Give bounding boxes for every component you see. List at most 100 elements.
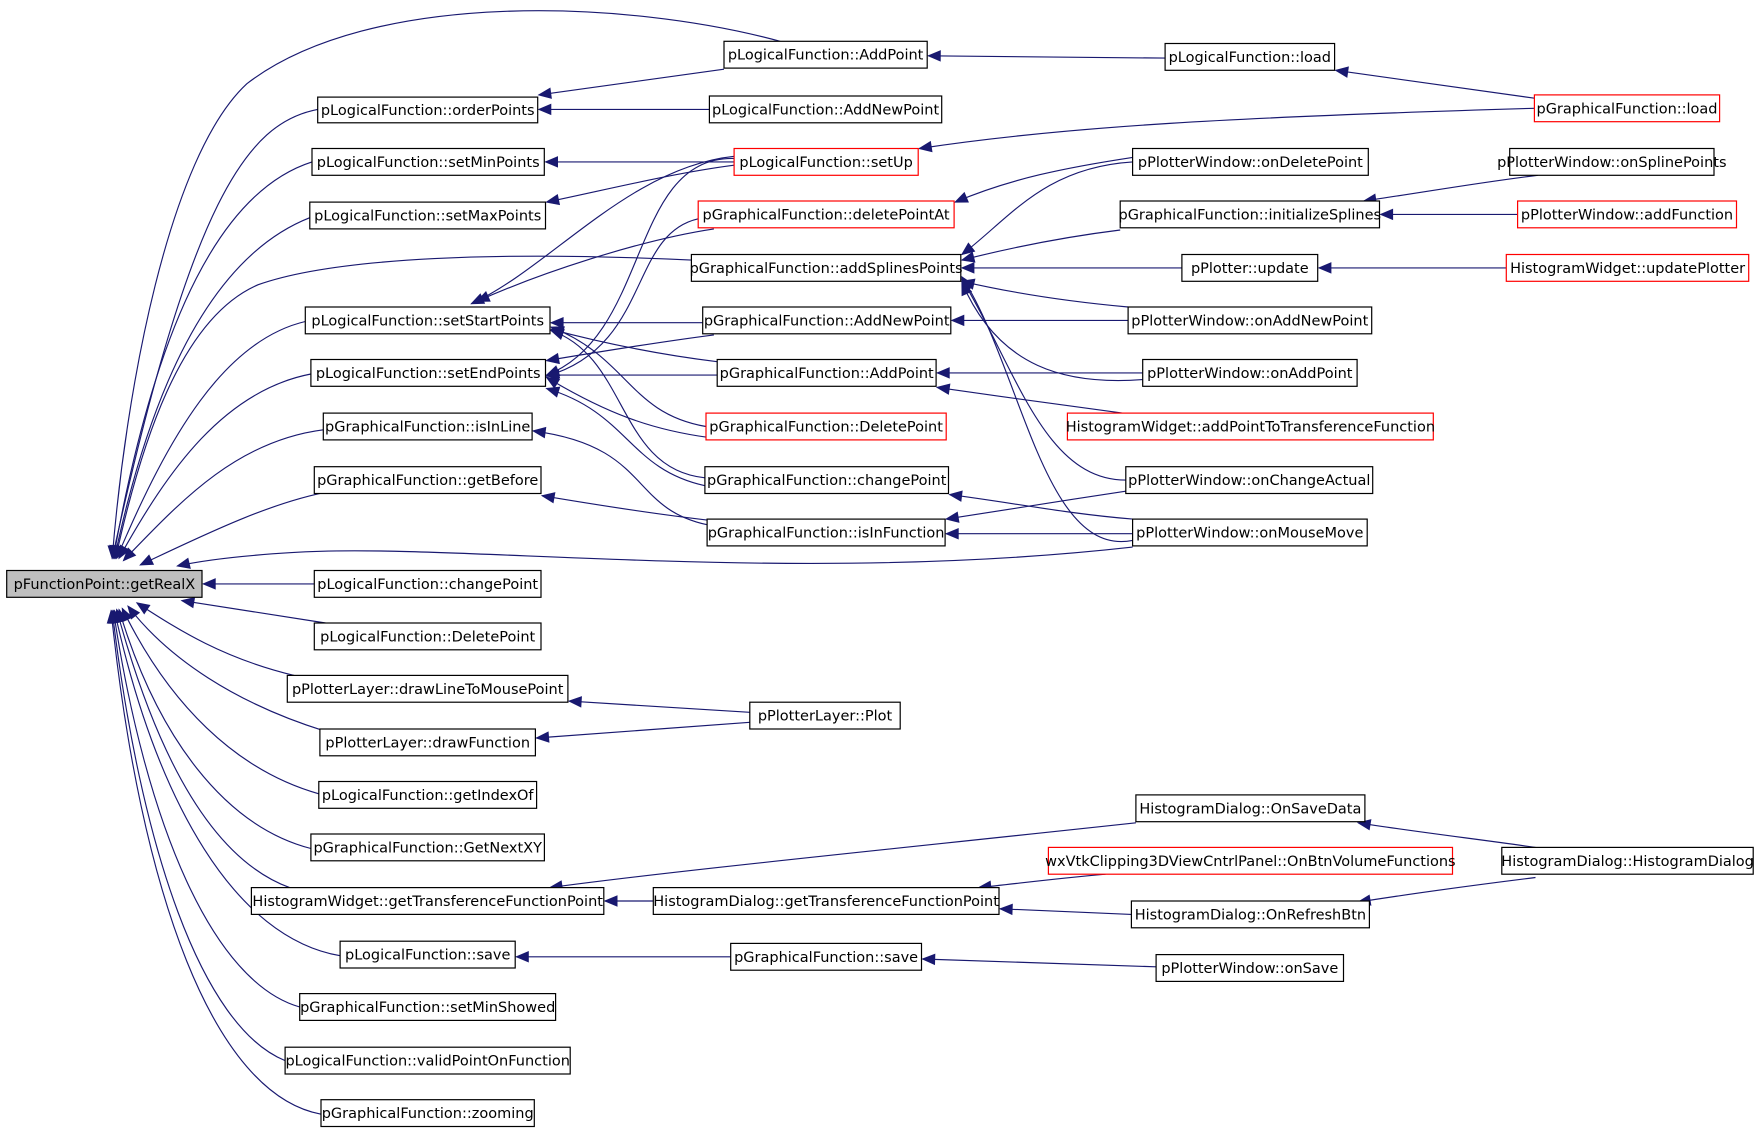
edge-gf_changePoint-to-lf_setEndPoints [545,386,706,487]
node-lf_setEndPoints[interactable]: pLogicalFunction::setEndPoints [310,358,547,387]
edge-lf_load-to-lf_AddPoint [927,50,1166,62]
node-hd_getTFP[interactable]: HistogramDialog::getTransferenceFunction… [652,886,1000,915]
node-pl_drawFunction[interactable]: pPlotterLayer::drawFunction [319,728,536,757]
node-box [697,200,955,229]
node-gf_deletePointAt[interactable]: pGraphicalFunction::deletePointAt [697,200,955,229]
node-gf_getBefore[interactable]: pGraphicalFunction::getBefore [313,466,542,495]
node-label: HistogramWidget::addPointToTransferenceF… [1066,420,1435,436]
node-hd_OnSaveData[interactable]: HistogramDialog::OnSaveData [1135,794,1366,823]
node-gf_load[interactable]: pGraphicalFunction::load [1533,94,1721,123]
node-lf_setStartPoints[interactable]: pLogicalFunction::setStartPoints [304,306,551,335]
node-box [1509,147,1715,176]
node-label: pLogicalFunction::load [1169,50,1331,66]
node-label: pLogicalFunction::setStartPoints [311,313,544,329]
edge-gf_deletePointAt-to-lf_setStartPoints [475,228,714,302]
node-pw_onMouseMove[interactable]: pPlotterWindow::onMouseMove [1131,518,1368,547]
node-getRealX[interactable]: pFunctionPoint::getRealX [6,569,203,598]
node-pw_onChangeActual[interactable]: pPlotterWindow::onChangeActual [1125,466,1374,495]
edge-gf_load-to-lf_setUp [918,107,1535,153]
node-wx_OnBtnVolume[interactable]: wxVtkClipping3DViewCntrlPanel::OnBtnVolu… [1045,846,1456,875]
node-gf_setMinShowed[interactable]: pGraphicalFunction::setMinShowed [299,992,557,1021]
node-gf_isInLine[interactable]: pGraphicalFunction::isInLine [322,412,533,441]
edge-gf_DeletePoint-to-lf_setEndPoints [545,376,710,439]
edge-lf_setEndPoints-to-getRealX [118,373,312,560]
node-hw_getTFP[interactable]: HistogramWidget::getTransferenceFunction… [250,886,605,915]
node-pw_onAddNewPoint[interactable]: pPlotterWindow::onAddNewPoint [1127,306,1373,335]
node-gf_AddNewPoint[interactable]: pGraphicalFunction::AddNewPoint [702,306,952,335]
edge-pl_Plot-to-pl_drawLine [567,696,750,713]
edge-gf_AddNewPoint-to-lf_setStartPoints [549,316,703,329]
node-box [1127,306,1373,335]
arrowhead [918,140,933,153]
node-label: pLogicalFunction::changePoint [317,577,538,593]
edge-gf_getBefore-to-getRealX [139,490,332,566]
edge-pl_drawLine-to-getRealX [135,602,295,676]
node-hw_addPointTF[interactable]: HistogramWidget::addPointToTransferenceF… [1066,412,1435,441]
node-gf_addSplines[interactable]: pGraphicalFunction::addSplinesPoints [690,253,963,282]
node-lf_save[interactable]: pLogicalFunction::save [339,940,516,969]
arrowhead [603,895,618,907]
edge-gf_isInLine-to-getRealX [122,429,324,562]
node-p_update[interactable]: pPlotter::update [1181,253,1319,282]
node-pw_onSplinePoints[interactable]: pPlotterWindow::onSplinePoints [1497,147,1727,176]
node-lf_setUp[interactable]: pLogicalFunction::setUp [733,147,919,176]
node-gf_save[interactable]: pGraphicalFunction::save [730,942,923,971]
node-label: pPlotterWindow::onAddPoint [1147,366,1353,382]
arrowhead [944,511,960,523]
node-pw_addFunction[interactable]: pPlotterWindow::addFunction [1516,200,1738,229]
node-lf_getIndexOf[interactable]: pLogicalFunction::getIndexOf [318,780,538,809]
arrowhead [948,490,963,502]
node-box [716,358,937,387]
node-pl_drawLine[interactable]: pPlotterLayer::drawLineToMousePoint [286,674,569,703]
node-gf_zooming[interactable]: pGraphicalFunction::zooming [320,1099,535,1128]
node-box [1505,253,1750,282]
node-lf_load[interactable]: pLogicalFunction::load [1164,42,1336,71]
arrowhead [535,731,550,743]
node-box [313,622,542,651]
edge-gf_save-to-lf_save [515,951,731,963]
node-label: HistogramDialog::OnRefreshBtn [1135,907,1366,923]
node-lf_AddPoint[interactable]: pLogicalFunction::AddPoint [723,40,928,69]
node-pw_onDeletePoint[interactable]: pPlotterWindow::onDeletePoint [1131,147,1369,176]
node-pw_onSave[interactable]: pPlotterWindow::onSave [1155,953,1345,982]
edge-pw_onSave-to-gf_save [921,953,1157,968]
node-lf_AddNewPoint[interactable]: pLogicalFunction::AddNewPoint [708,95,943,124]
node-gf_isInFunction[interactable]: pGraphicalFunction::isInFunction [706,518,946,547]
node-lf_setMinPoints[interactable]: pLogicalFunction::setMinPoints [311,147,545,176]
arrowhead [545,386,561,398]
node-lf_validPoint[interactable]: pLogicalFunction::validPointOnFunction [284,1046,571,1075]
node-label: pGraphicalFunction::load [1536,101,1717,117]
arrowhead [927,50,941,62]
node-hw_updatePlotter[interactable]: HistogramWidget::updatePlotter [1505,253,1750,282]
edge-pw_addFunction-to-gf_initSplines [1379,208,1518,221]
node-lf_DeletePoint[interactable]: pLogicalFunction::DeletePoint [313,622,542,651]
node-pl_Plot[interactable]: pPlotterLayer::Plot [749,701,901,730]
node-gf_initSplines[interactable]: pGraphicalFunction::initializeSplines [1118,200,1381,229]
node-lf_orderPoints[interactable]: pLogicalFunction::orderPoints [317,96,539,124]
node-lf_changePoint[interactable]: pLogicalFunction::changePoint [313,569,542,598]
node-lf_setMaxPoints[interactable]: pLogicalFunction::setMaxPoints [309,201,547,230]
edge-gf_isInFunction-to-gf_getBefore [540,492,710,521]
node-label: pGraphicalFunction::DeletePoint [709,420,943,436]
node-pw_onAddPoint[interactable]: pPlotterWindow::onAddPoint [1142,358,1358,387]
node-box [706,518,946,547]
node-gf_changePoint[interactable]: pGraphicalFunction::changePoint [704,466,950,495]
node-label: HistogramWidget::getTransferenceFunction… [252,894,603,910]
node-label: pLogicalFunction::DeletePoint [320,629,535,645]
node-gf_AddPoint[interactable]: pGraphicalFunction::AddPoint [716,358,937,387]
node-hd_HistogramDialog[interactable]: HistogramDialog::HistogramDialog [1501,846,1754,875]
edge-lf_changePoint-to-getRealX [201,578,315,590]
edge-pw_onAddNewPoint-to-gf_addSplines [960,278,1129,308]
node-hd_OnRefresh[interactable]: HistogramDialog::OnRefreshBtn [1130,900,1371,929]
node-box [1155,953,1345,982]
arrowhead [960,242,976,256]
arrowhead [180,596,196,609]
node-box [749,701,901,730]
node-gf_DeletePoint[interactable]: pGraphicalFunction::DeletePoint [705,412,947,441]
node-box [313,569,542,598]
edge-lf_AddNewPoint-to-lf_orderPoints [537,103,710,116]
arrowhead [545,376,561,389]
node-gf_GetNextXY[interactable]: pGraphicalFunction::GetNextXY [310,833,545,862]
